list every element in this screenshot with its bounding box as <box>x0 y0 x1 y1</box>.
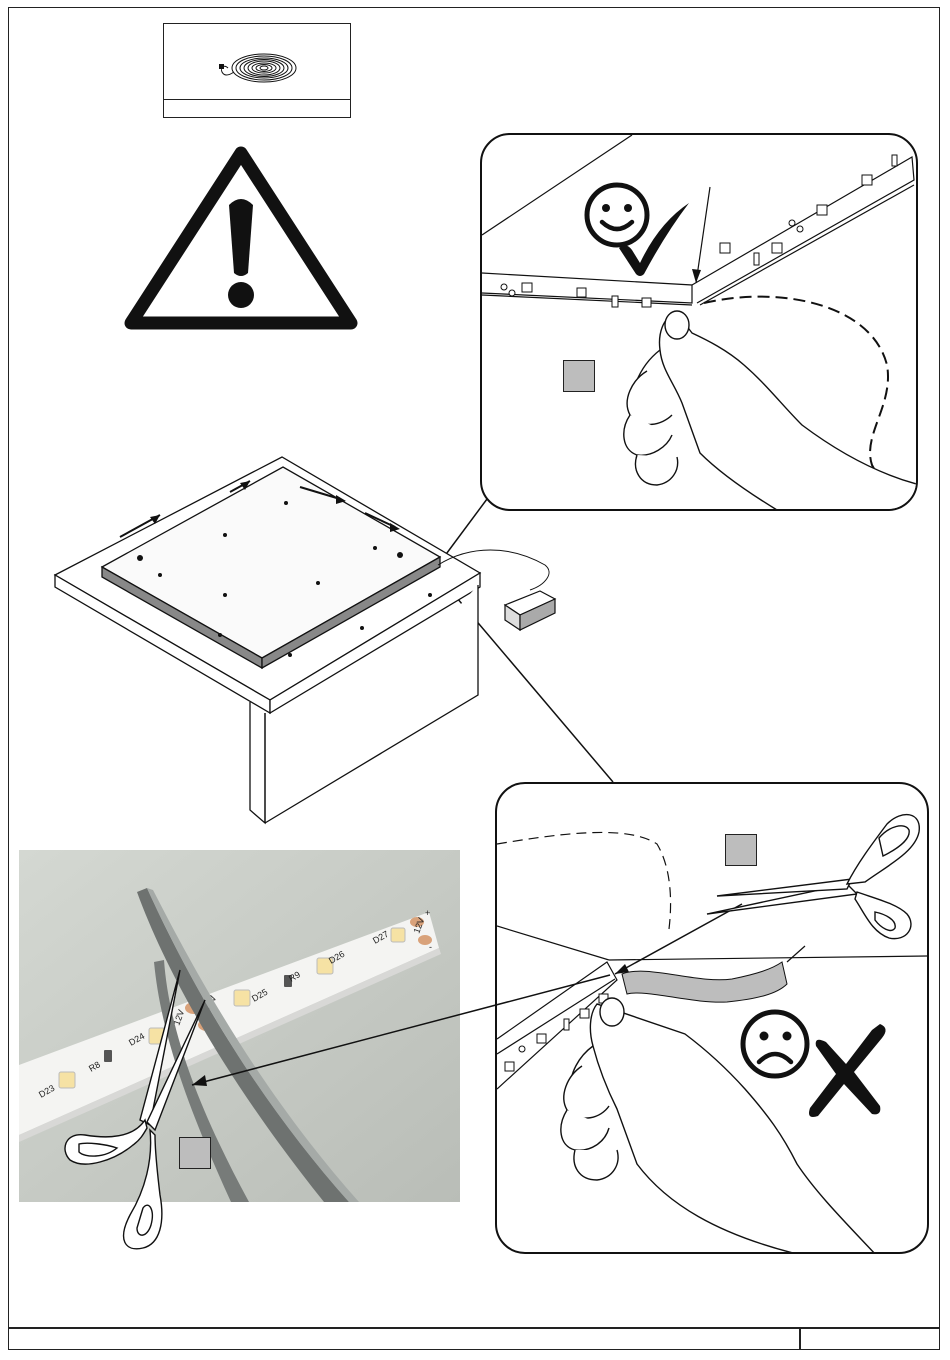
photo-to-detail-arrow <box>0 0 950 1360</box>
